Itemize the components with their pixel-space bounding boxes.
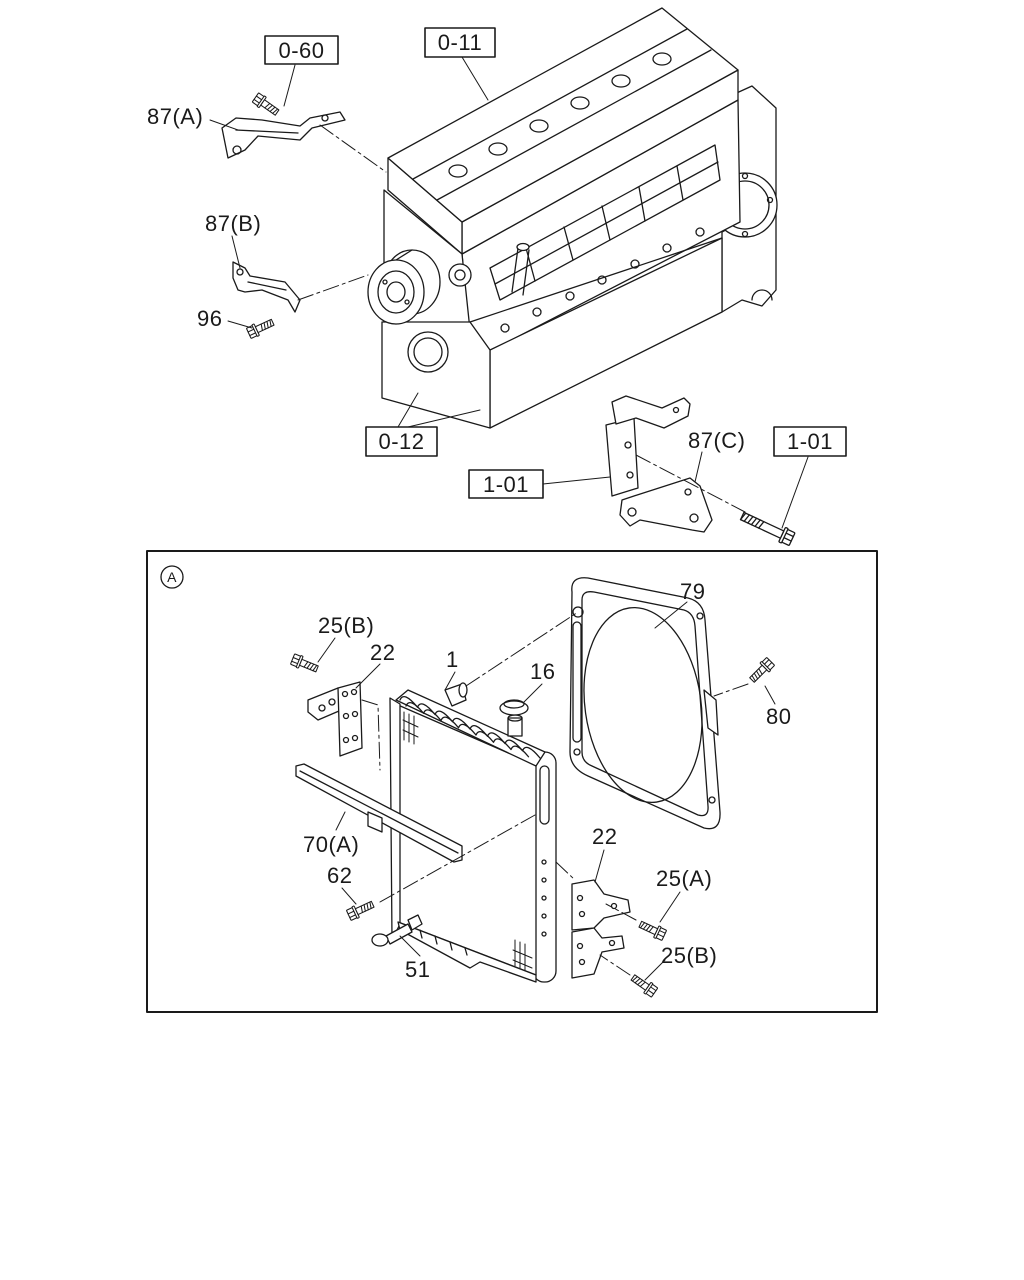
bracket-22-upper-drawing (307, 681, 363, 757)
bolt-80-drawing (746, 656, 776, 686)
part-number-label: 70(A) (303, 832, 359, 857)
bolt-0-60-drawing (251, 91, 282, 119)
part-number-label: 87(A) (147, 104, 203, 129)
part-number-label: 22 (370, 640, 395, 665)
upper-leader-lines (209, 56, 809, 529)
reference-number-label: 0-60 (278, 38, 324, 63)
part-number-label: 87(C) (688, 428, 746, 453)
reference-number-label: 1-01 (787, 429, 833, 454)
part-number-label: 96 (197, 306, 222, 331)
ref-box-1-01-left: 1-01 (468, 469, 544, 499)
ref-box-0-60: 0-60 (264, 35, 339, 65)
part-number-label: 22 (592, 824, 617, 849)
detail-view-frame (146, 550, 878, 1013)
reference-number-label: 0-11 (438, 30, 482, 55)
bolt-25b-lower-drawing (628, 971, 659, 999)
part-number-label: 79 (680, 579, 705, 604)
part-number-label: 51 (405, 957, 430, 982)
reference-number-label: 1-01 (483, 472, 529, 497)
fan-shroud-drawing (569, 577, 721, 830)
radiator-drawing (389, 682, 557, 983)
ref-box-0-12: 0-12 (365, 426, 438, 457)
stay-70a-drawing (295, 763, 463, 863)
part-number-label: 25(B) (661, 943, 717, 968)
mount-bracket-drawing (605, 395, 691, 497)
bracket-87a-drawing (221, 111, 346, 159)
part-number-label: 1 (446, 647, 459, 672)
detail-marker-label: A (167, 569, 177, 585)
bolt-25a-drawing (637, 917, 668, 942)
part-number-label: 62 (327, 863, 352, 888)
bolt-62-drawing (345, 897, 376, 922)
part-number-label: 25(A) (656, 866, 712, 891)
bolt-25b-upper-drawing (289, 652, 320, 676)
drain-cock-51-drawing (371, 914, 423, 947)
reference-number-label: 0-12 (378, 429, 424, 454)
part-number-label: 25(B) (318, 613, 374, 638)
engine-assembly-drawing (367, 7, 778, 429)
ref-box-1-01-right: 1-01 (773, 426, 847, 457)
bracket-87c-drawing (619, 477, 713, 533)
ref-box-0-11: 0-11 (424, 27, 496, 58)
detail-leader-lines (317, 601, 776, 981)
bracket-87b-drawing (232, 261, 301, 313)
bracket-22-right-drawing (571, 879, 631, 979)
part-number-label: 80 (766, 704, 791, 729)
detail-marker: A (160, 565, 184, 589)
part-number-label: 16 (530, 659, 555, 684)
part-number-label: 87(B) (205, 211, 261, 236)
